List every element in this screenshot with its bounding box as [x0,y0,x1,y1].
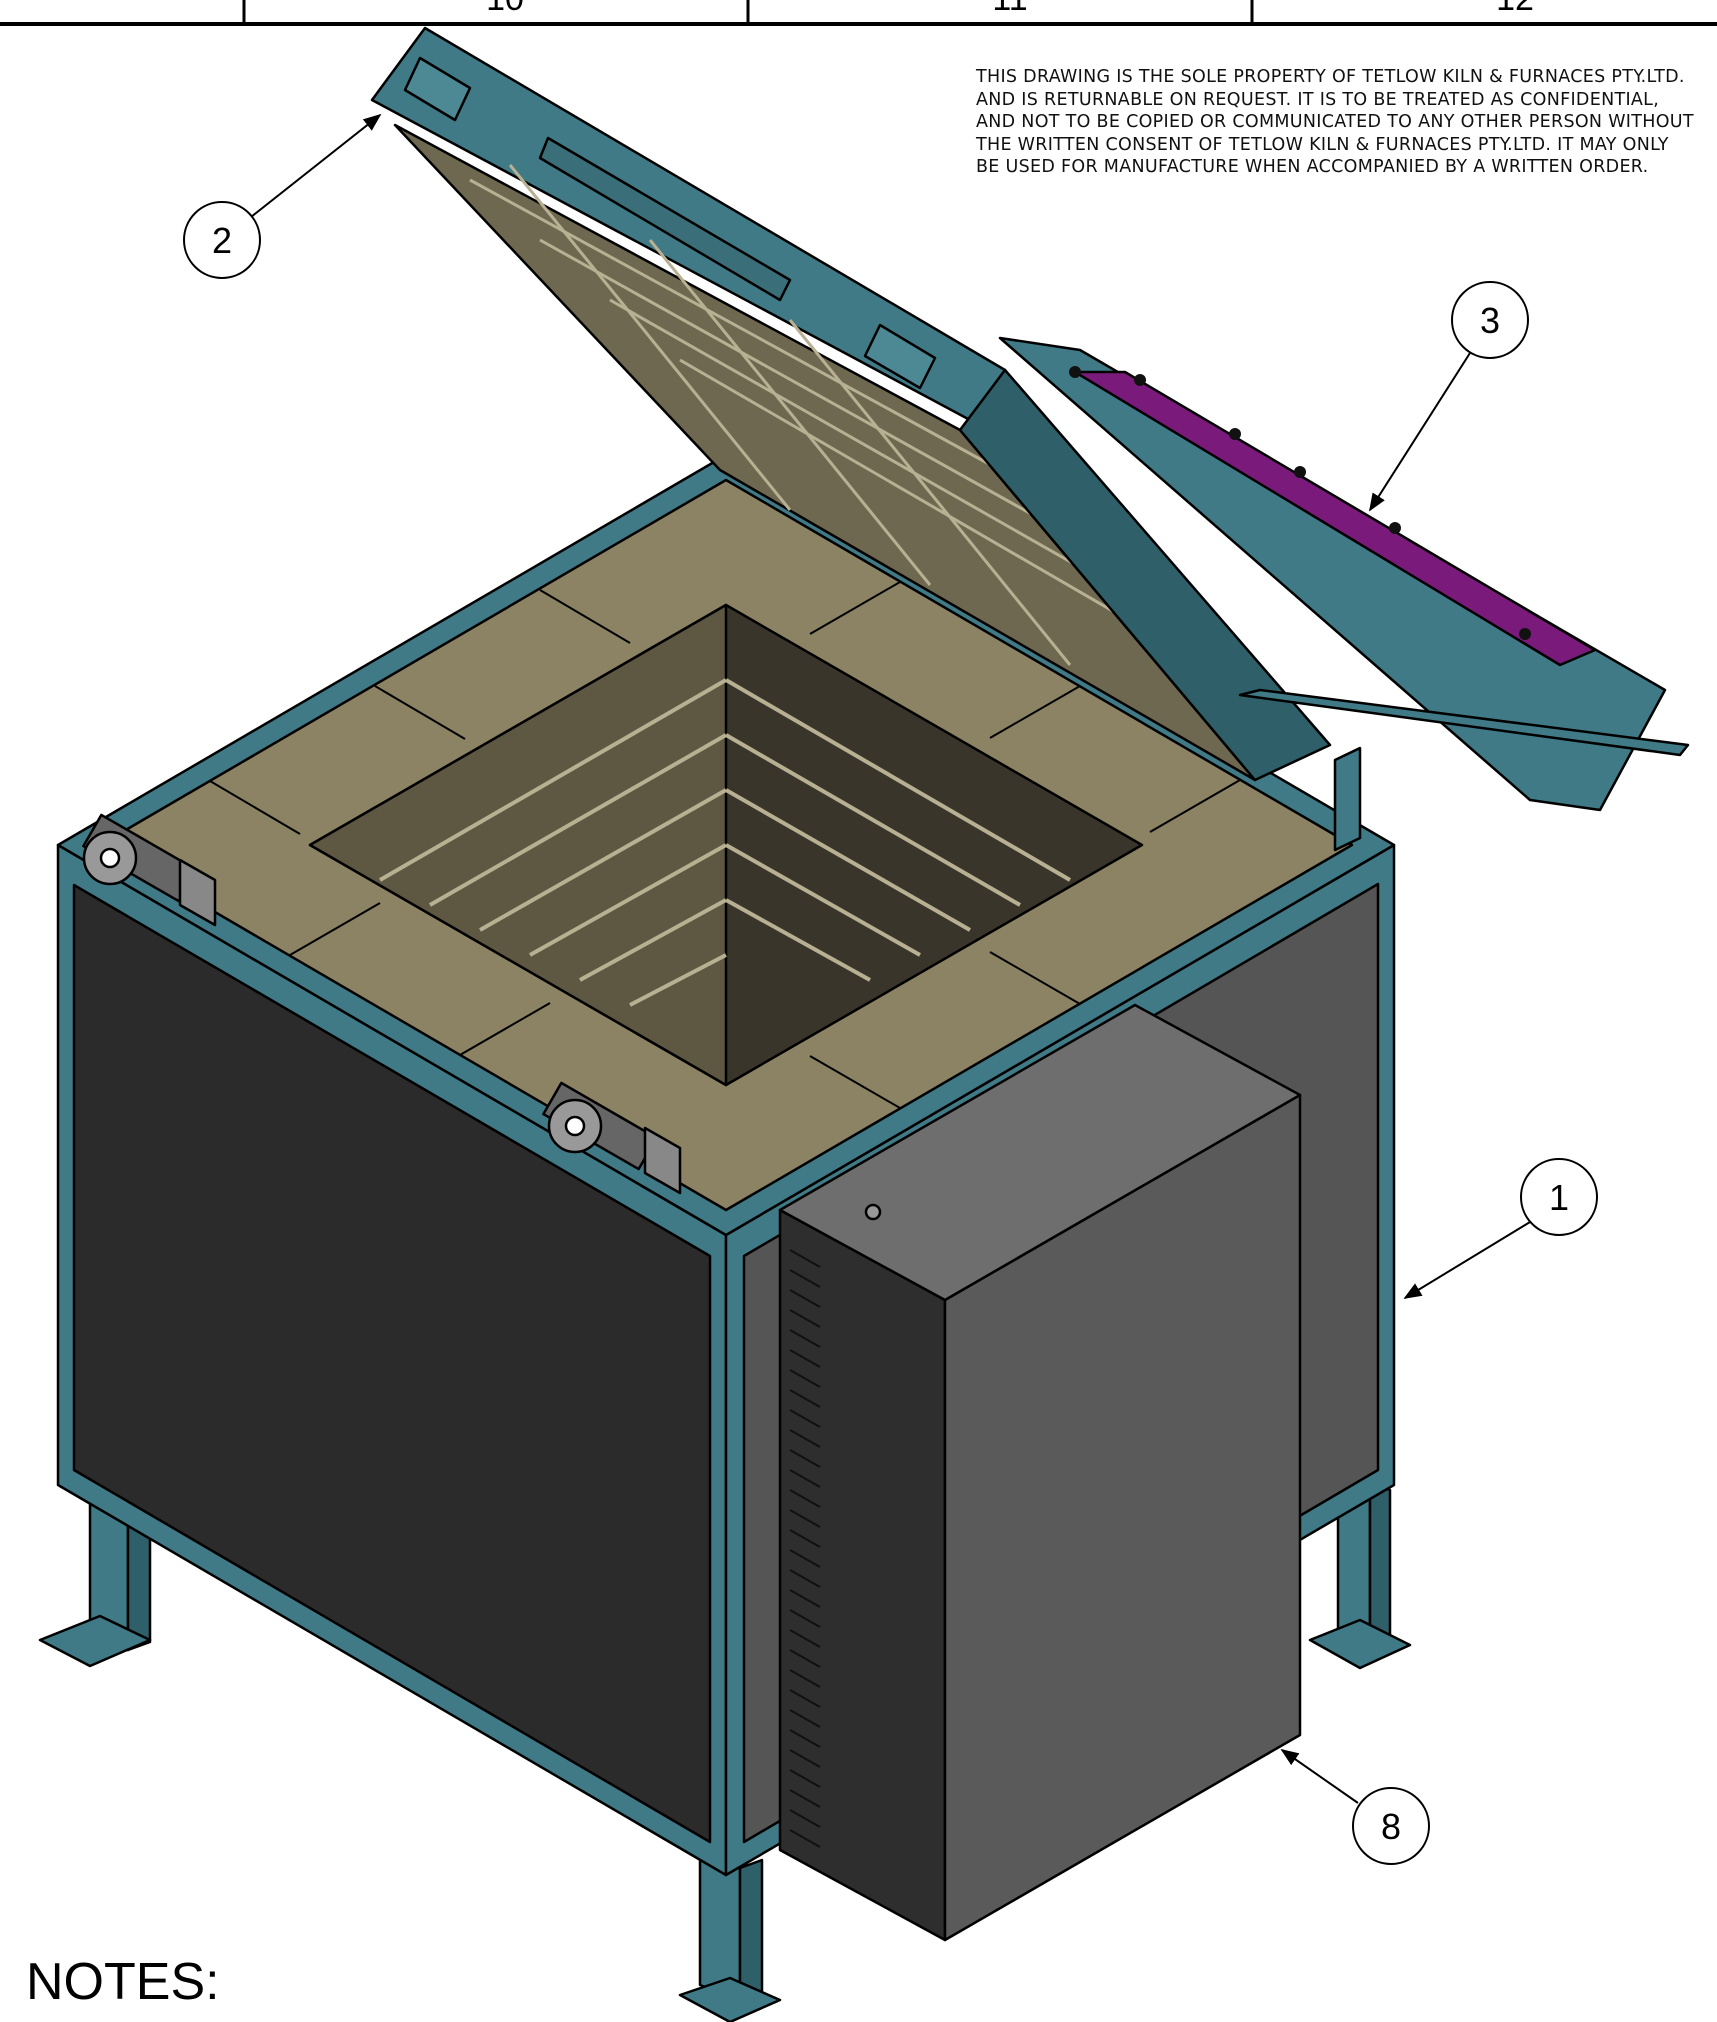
svg-text:1: 1 [1549,1177,1569,1218]
balloon-callouts: 2 3 1 8 [183,113,1598,1865]
confidentiality-line: THIS DRAWING IS THE SOLE PROPERTY OF TET… [976,67,1685,87]
balloon-3: 3 [1451,281,1529,359]
hinge-spring-right [542,1081,682,1195]
front-panel-left [72,883,712,1844]
element-terminal-strip [1073,370,1597,667]
confidentiality-line: BE USED FOR MANUFACTURE WHEN ACCOMPANIED… [976,157,1649,177]
svg-text:2: 2 [212,220,232,261]
confidentiality-line: THE WRITTEN CONSENT OF TETLOW KILN & FUR… [976,134,1669,155]
kiln-legs [38,1478,1412,2022]
confidentiality-line: AND NOT TO BE COPIED OR COMMUNICATED TO … [976,112,1694,132]
brick-joints [209,581,1241,1109]
control-cabinet [778,1003,1302,1942]
balloon-1: 1 [1520,1158,1598,1236]
svg-text:8: 8 [1381,1806,1401,1847]
svg-text:3: 3 [1480,300,1500,341]
lid-handle [538,136,792,302]
confidentiality-line: AND IS RETURNABLE ON REQUEST. IT IS TO B… [976,89,1660,110]
hinge-spring-left [82,813,217,927]
lid-arm-bar [1238,688,1690,757]
lid-stay-post [1333,746,1362,852]
confidentiality-notice: THIS DRAWING IS THE SOLE PROPERTY OF TET… [976,66,1716,179]
cabinet-vent-louvres [789,1249,821,1848]
balloon-8: 8 [1352,1787,1430,1865]
notes-heading: NOTES: [26,1953,220,2011]
top-zone-strip: 10 11 12 [0,0,1717,26]
zone-number-12: 12 [1496,0,1534,18]
cabinet-top [778,1003,1302,1302]
element-grooves [378,678,1072,1007]
zone-number-10: 10 [486,0,524,18]
kiln-lid-open [370,26,1690,812]
zone-number-11: 11 [992,0,1027,18]
balloon-2: 2 [183,201,261,279]
